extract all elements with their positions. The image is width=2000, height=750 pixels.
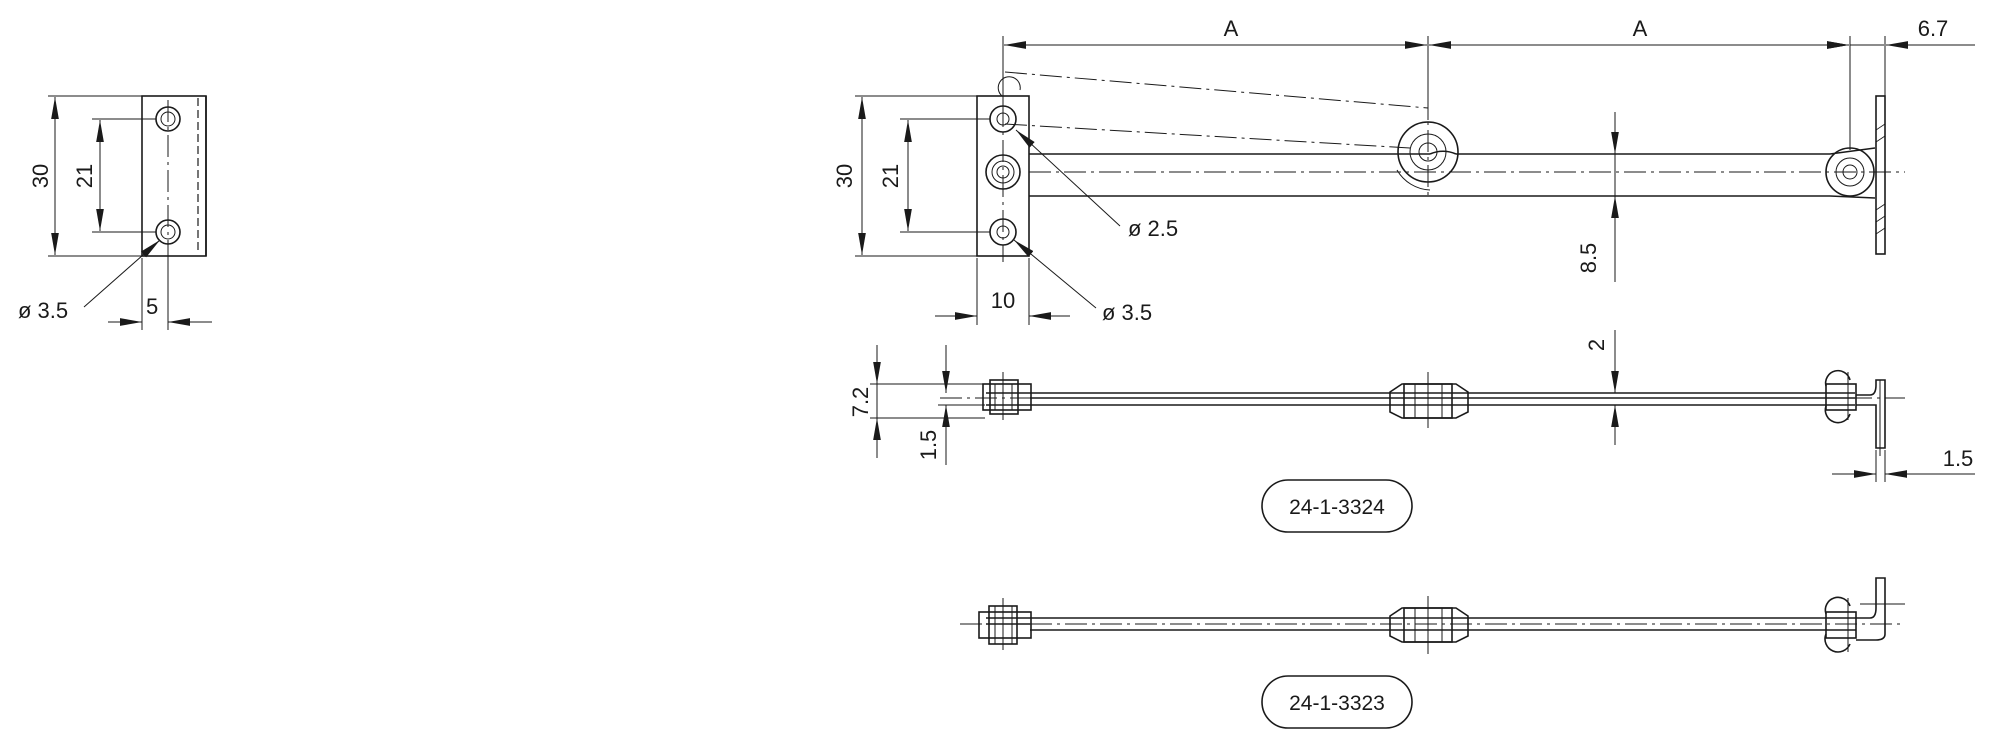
side-dim-gap: 2	[1584, 339, 1609, 351]
dim-end: 6.7	[1918, 16, 1949, 41]
side-view-3324: 7.2 1.5 2 1.5	[848, 330, 1975, 482]
side-view-3323	[960, 577, 1905, 654]
rivet-middle	[1389, 372, 1469, 428]
top-dim-height: 30	[832, 164, 857, 188]
side-dim-thickness-right: 1.5	[1943, 446, 1974, 471]
detail-view: 30 21 ø 3.5 5	[18, 95, 212, 330]
top-dim-pivot-dia: ø 2.5	[1128, 216, 1178, 241]
detail-dim-height: 30	[28, 164, 53, 188]
part-number-badge-1: 24-1-3324	[1261, 479, 1413, 533]
top-dim-bar-offset: 8.5	[1576, 243, 1601, 274]
dim-a-left: A	[1224, 16, 1239, 41]
rivet-left	[982, 372, 1032, 420]
top-dim-hole-spacing: 21	[878, 164, 903, 188]
part-number-1: 24-1-3324	[1289, 496, 1385, 519]
detail-dim-hole-dia: ø 3.5	[18, 298, 68, 323]
top-dim-hole-dia: ø 3.5	[1102, 300, 1152, 325]
top-dim-plate-width: 10	[991, 288, 1015, 313]
rivet-right	[1824, 369, 1886, 456]
rivet-right-2	[1824, 577, 1905, 653]
part-number-badge-2: 24-1-3323	[1261, 675, 1413, 729]
dim-a-right: A	[1633, 16, 1648, 41]
top-view: A A 6.7 30 21 10 ø 2.5 ø 3.5 8.5	[832, 16, 1975, 325]
rivet-left-2	[978, 598, 1032, 650]
end-pivot	[1825, 147, 1876, 199]
part-number-2: 24-1-3323	[1289, 692, 1385, 715]
end-bracket	[1875, 95, 1886, 255]
rivet-middle-2	[1389, 596, 1469, 654]
middle-pivot	[1397, 60, 1459, 200]
side-dim-thickness-left: 1.5	[916, 430, 941, 461]
side-dim-overall: 7.2	[848, 387, 873, 418]
detail-dim-offset: 5	[146, 294, 158, 319]
detail-dim-hole-spacing: 21	[72, 164, 97, 188]
